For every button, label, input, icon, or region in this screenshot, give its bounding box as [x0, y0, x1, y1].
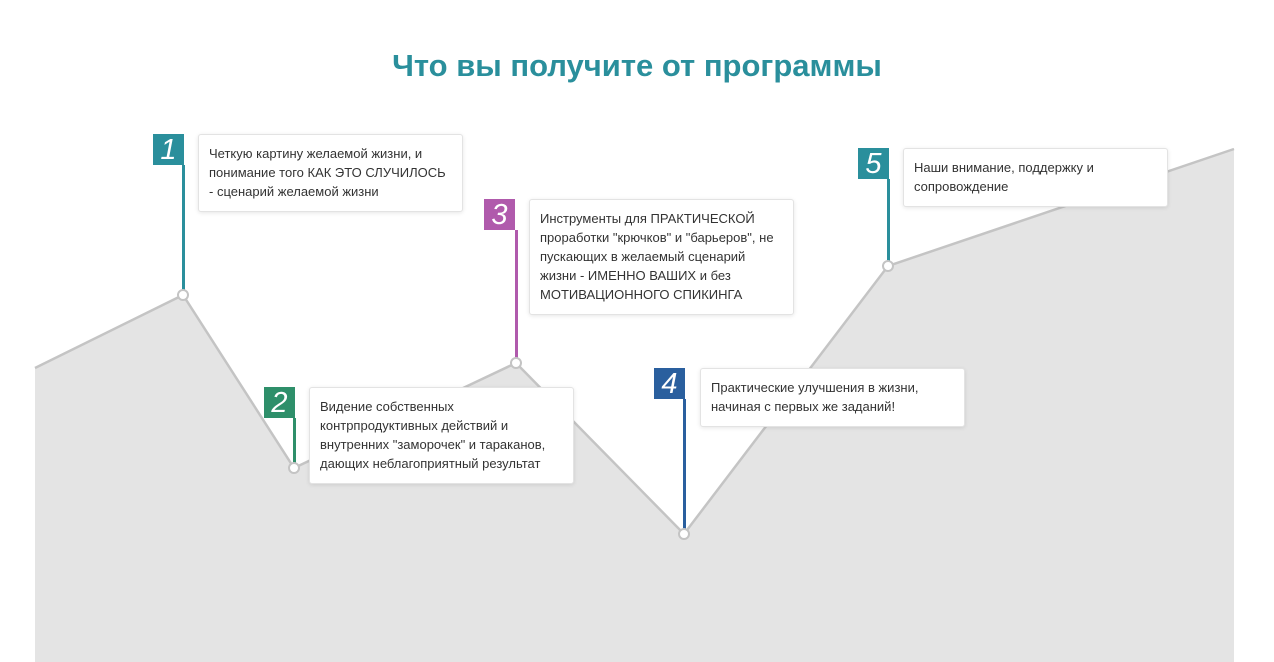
step-2-card: Видение собственных контрпродуктивных де… — [309, 387, 574, 484]
step-1-card: Четкую картину желаемой жизни, и пониман… — [198, 134, 463, 212]
step-3-card: Инструменты для ПРАКТИЧЕСКОЙ проработки … — [529, 199, 794, 315]
step-2-number-flag: 2 — [264, 387, 295, 419]
step-3-number-flag: 3 — [484, 199, 515, 231]
area-fill — [35, 149, 1234, 662]
step-5-pole — [887, 179, 890, 266]
step-1-number-flag: 1 — [153, 134, 184, 166]
node-5-marker — [882, 260, 894, 272]
node-4-marker — [678, 528, 690, 540]
page-title: Что вы получите от программы — [392, 48, 882, 83]
step-1-pole — [182, 165, 185, 295]
step-4-card: Практические улучшения в жизни, начиная … — [700, 368, 965, 427]
step-5-number-flag: 5 — [858, 148, 889, 180]
step-4-number-flag: 4 — [654, 368, 685, 400]
node-1-marker — [177, 289, 189, 301]
step-4-pole — [683, 399, 686, 534]
step-2-pole — [293, 418, 296, 468]
node-3-marker — [510, 357, 522, 369]
step-5-card: Наши внимание, поддержку и сопровождение — [903, 148, 1168, 207]
node-2-marker — [288, 462, 300, 474]
step-3-pole — [515, 230, 518, 363]
